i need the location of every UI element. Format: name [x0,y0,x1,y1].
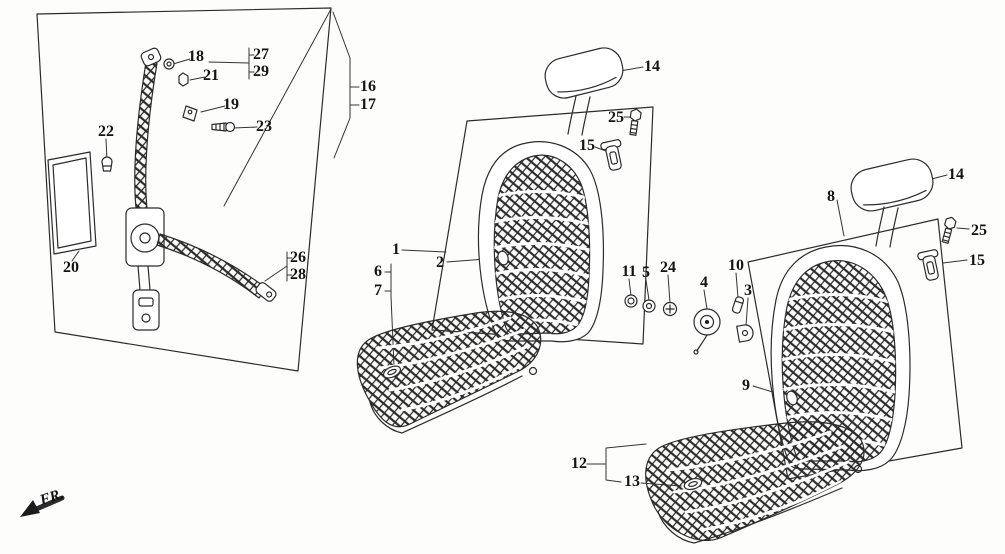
belt-retractor [125,207,165,291]
front-seat-panel-outline [431,106,654,345]
callout-4: 4 [700,274,708,291]
bracket-19-hole [187,109,193,115]
shoulder-belt-webbing [134,61,158,210]
callout-27: 27 [253,46,269,63]
callout-15-right: 15 [969,252,985,269]
grommet-18 [163,58,175,70]
recliner-hardware [624,294,754,355]
trim-detail-13-inner [688,481,698,487]
right-seat-back [770,245,911,472]
callout-25-right: 25 [971,222,987,239]
recliner-mechanism-4 [693,308,721,355]
callout-26: 26 [290,249,306,266]
anchor-plate-20 [47,151,97,255]
trim-detail-9 [786,390,798,406]
cushion-skirt [657,487,843,544]
headrest-stems [875,206,899,248]
upper-belt-anchor [140,47,162,67]
bolt-25-front [629,108,642,136]
seatbelt-panel-outline [36,7,332,372]
fr-direction-arrow [20,495,65,517]
bushing-10 [731,296,745,314]
callout-21: 21 [203,67,219,84]
cushion-bolt-front [528,366,538,376]
cushion-bolt-right [853,464,863,474]
front-seat-cushion [356,310,542,434]
grommet-18-hole [166,61,172,67]
right-headrest [850,158,934,248]
callout-2: 2 [436,254,444,271]
anchor-plate-20-inner [52,157,92,249]
belt-buckle [132,289,160,331]
trim-detail-13 [683,477,703,491]
callout-10: 10 [728,257,744,274]
recliner-knob-3 [736,324,754,343]
cushion-skirt [369,375,523,434]
trim-detail-6-inner [387,368,397,376]
callout-18: 18 [188,48,204,65]
trim-detail-2 [497,250,509,266]
callout-23: 23 [256,118,272,135]
callout-6: 6 [374,263,382,280]
clip-22 [101,156,113,172]
callout-11: 11 [621,263,637,280]
callout-16: 16 [360,78,376,95]
ring-11 [624,294,638,308]
callout-14-front: 14 [644,58,660,75]
callout-29: 29 [253,63,269,80]
headrest-guide-15-front [600,139,622,171]
callout-24: 24 [660,259,676,276]
trim-detail-6 [382,365,402,379]
ring-11-inner [627,297,635,305]
callout-12: 12 [571,455,587,472]
callout-13: 13 [624,473,640,490]
nut-21 [178,72,189,87]
callout-7: 7 [374,282,382,299]
callout-9: 9 [742,377,750,394]
callout-15-front: 15 [579,137,595,154]
callout-3: 3 [744,282,752,299]
washer-5 [642,299,656,313]
lap-belt-webbing [156,233,267,299]
callout-17: 17 [360,96,376,113]
seatbelt-assembly [47,47,277,331]
screw-24-cross [665,304,675,314]
front-seat-back [477,141,605,343]
washer-5-hole [645,302,653,310]
callout-leader-lines [71,8,970,487]
bolt-23 [211,121,236,133]
front-headrest [544,47,624,136]
callout-14-right: 14 [948,166,964,183]
headrest-guide-15-right [917,249,939,281]
callout-8: 8 [827,188,835,205]
headrest-stems [567,95,591,136]
bolt-25-right [941,216,957,244]
callout-5: 5 [642,264,650,281]
right-seat-cushion [645,421,865,544]
callout-25-front: 25 [608,109,624,126]
callout-28: 28 [290,266,306,283]
callout-1: 1 [392,241,400,258]
callout-19: 19 [223,96,239,113]
lap-belt-anchor [255,282,277,302]
callout-22: 22 [98,123,114,140]
callout-20: 20 [63,259,79,276]
